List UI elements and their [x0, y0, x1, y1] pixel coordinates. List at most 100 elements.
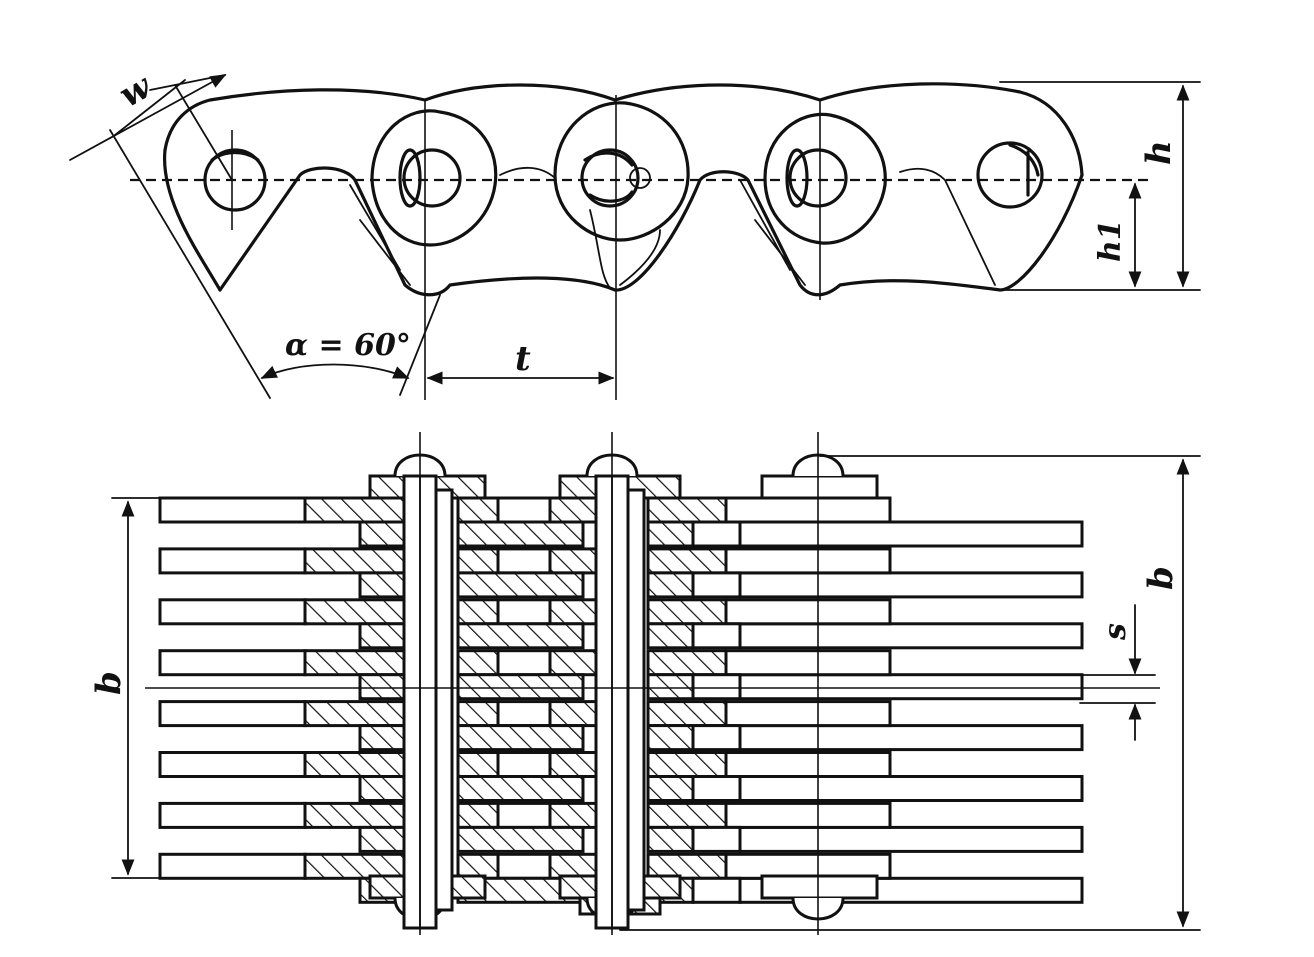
hatched-plate-a3-7	[548, 852, 602, 880]
hatched-plate-a1-0	[303, 496, 417, 524]
hatched-plate-b2-0	[456, 520, 585, 548]
side-view-left-flank	[163, 148, 222, 292]
side-view-inner-teeth	[349, 166, 996, 289]
plate-left-4	[158, 700, 307, 728]
plate-mid-a-3	[496, 649, 552, 677]
hatched-plate-a3-6	[548, 801, 602, 829]
side-view-pins	[203, 141, 1044, 212]
hatched-plate-a2-1	[456, 547, 500, 575]
hatched-plate-b3-3	[646, 673, 695, 701]
label-b-right: b	[1141, 566, 1181, 590]
plate-mid-b-5	[691, 775, 742, 802]
w-extension-2	[149, 74, 226, 91]
side-view-lobe-3	[763, 112, 887, 245]
hatched-plate-a2-6	[456, 801, 500, 829]
plate-mid-b-4	[691, 724, 742, 752]
plate-mid-b-3	[691, 673, 742, 701]
plate-right-6	[723, 801, 892, 829]
w-flank-extension	[109, 129, 271, 399]
pin-slant-line	[174, 84, 233, 181]
hatched-plate-b3-2	[646, 622, 695, 650]
hatched-plate-b3-4	[646, 724, 695, 752]
plate-mid-a-2	[496, 598, 552, 626]
hatched-plate-a4-1	[646, 547, 728, 575]
plate-left-3	[158, 649, 307, 677]
plate-right-long-6	[738, 825, 1084, 853]
plate-mid-a-6	[496, 801, 552, 829]
plan-dimensions: b b s	[89, 455, 1201, 931]
label-h1: h1	[1093, 219, 1128, 262]
label-b-left: b	[89, 671, 129, 695]
hatched-plate-b3-5	[646, 775, 695, 802]
hatched-plate-b3-1	[646, 571, 695, 599]
w-dimension-line	[69, 74, 227, 161]
plate-mid-a-7	[496, 852, 552, 880]
hatched-plate-a4-2	[646, 598, 728, 626]
hatched-plate-a2-4	[456, 700, 500, 728]
hatched-plate-a2-3	[456, 649, 500, 677]
hatched-plate-a2-0	[456, 496, 500, 524]
hatched-plate-b2-4	[456, 724, 585, 752]
hatched-plate-a4-6	[646, 801, 728, 829]
plate-left-6	[158, 801, 307, 829]
plate-right-1	[723, 547, 892, 575]
hatched-plate-a3-4	[548, 700, 602, 728]
plate-mid-b-6	[691, 825, 742, 853]
plate-right-long-3	[738, 673, 1084, 701]
plate-right-5	[723, 751, 892, 778]
label-s: s	[1098, 623, 1133, 641]
hatched-plate-b2-5	[456, 775, 585, 802]
side-view-lobe-1	[370, 109, 498, 247]
washer-bottom-3	[760, 874, 879, 900]
hatched-plate-a1-6	[303, 801, 417, 829]
plate-right-long-1	[738, 571, 1084, 599]
hatched-plate-b2-3	[456, 673, 585, 701]
plate-mid-a-1	[496, 547, 552, 575]
alpha-arc	[260, 363, 410, 379]
hatched-plate-a3-2	[548, 598, 602, 626]
washer-top-3	[760, 474, 879, 500]
plate-right-long-4	[738, 724, 1084, 752]
hatched-plate-a1-1	[303, 547, 417, 575]
plate-right-2	[723, 598, 892, 626]
hatched-plate-a3-0	[548, 496, 602, 524]
label-w: w	[113, 66, 160, 116]
plate-right-4	[723, 700, 892, 728]
hatched-plate-a1-2	[303, 598, 417, 626]
label-alpha: α = 60°	[285, 328, 411, 363]
plate-mid-b-7	[691, 876, 742, 904]
hatched-plate-b3-0	[646, 520, 695, 548]
plate-mid-b-1	[691, 571, 742, 599]
plate-right-0	[723, 496, 892, 524]
plate-right-3	[723, 649, 892, 677]
side-view: w α = 60° t h h1	[69, 66, 1201, 400]
plate-mid-b-0	[691, 520, 742, 548]
side-view-top-outline	[163, 82, 1084, 177]
plate-mid-a-5	[496, 751, 552, 778]
plate-left-7	[158, 852, 307, 880]
hatched-plate-a4-5	[646, 751, 728, 778]
w-extension-1	[114, 79, 186, 136]
hatched-plate-a2-2	[456, 598, 500, 626]
plate-right-long-2	[738, 622, 1084, 650]
hatched-plate-a1-3	[303, 649, 417, 677]
plate-right-long-0	[738, 520, 1084, 548]
hatched-plate-a3-5	[548, 751, 602, 778]
label-h: h	[1139, 140, 1179, 165]
hatched-plate-b2-6	[456, 825, 585, 853]
plate-left-5	[158, 751, 307, 778]
label-t: t	[515, 339, 531, 379]
hatched-plate-a4-0	[646, 496, 728, 524]
plate-left-2	[158, 598, 307, 626]
hatched-plate-b3-6	[646, 825, 695, 853]
pin-rocker-0	[434, 488, 454, 912]
plate-left-1	[158, 547, 307, 575]
hatched-plate-a2-5	[456, 751, 500, 778]
hatched-plate-a1-7	[303, 852, 417, 880]
hatched-plate-a1-5	[303, 751, 417, 778]
side-view-lobe-2	[553, 101, 690, 242]
hatched-plate-b2-2	[456, 622, 585, 650]
hatched-plate-a1-4	[303, 700, 417, 728]
plate-mid-a-4	[496, 700, 552, 728]
